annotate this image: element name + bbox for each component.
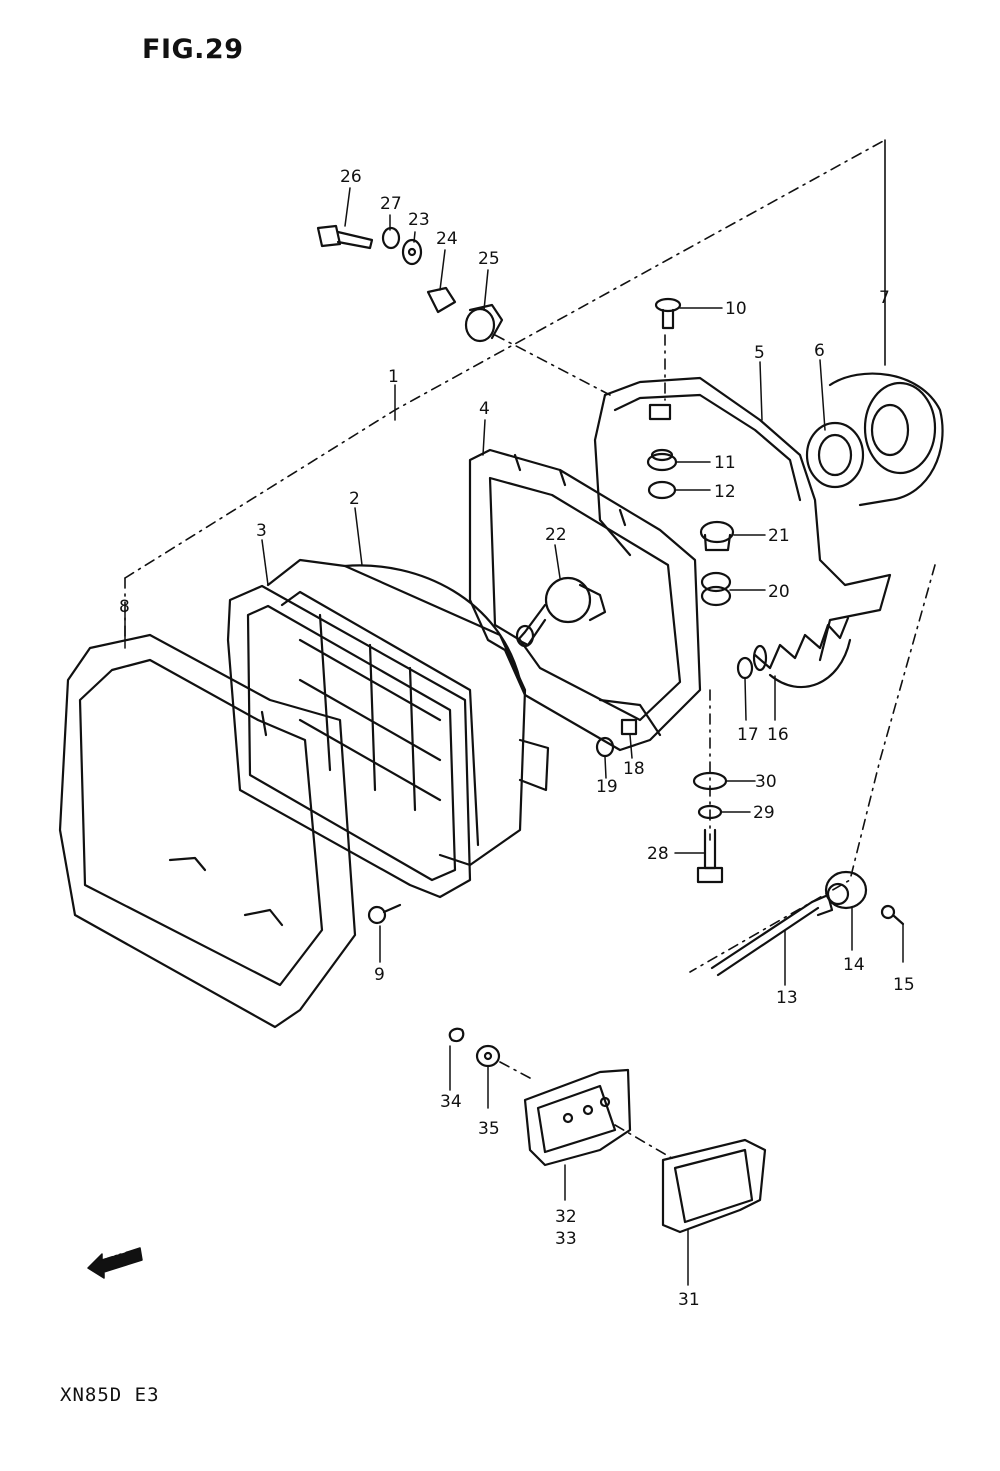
leader-lines (124, 187, 904, 1286)
clip-34 (448, 1027, 465, 1043)
callout-11: 11 (714, 453, 736, 473)
assembly-guide-lines (124, 139, 936, 1161)
grommet-25 (464, 303, 504, 343)
callout-1: 1 (388, 367, 399, 387)
cushion-20 (700, 571, 732, 607)
callout-22: 22 (545, 525, 567, 545)
headlight-rim (58, 633, 357, 1029)
callout-15: 15 (893, 975, 915, 995)
callout-2: 2 (349, 489, 360, 509)
washer-17 (736, 656, 754, 680)
socket-plate-32-33 (523, 1068, 632, 1167)
adjust-screw-13 (710, 893, 834, 977)
bolt-28 (696, 828, 724, 884)
callout-6: 6 (814, 341, 825, 361)
forward-arrow-icon (87, 1247, 143, 1279)
callout-35: 35 (478, 1119, 500, 1139)
nut-18 (620, 718, 638, 736)
lock-washer-27 (381, 226, 401, 250)
sealed-beam-unit (266, 558, 550, 867)
callout-19: 19 (596, 777, 618, 797)
callout-13: 13 (776, 988, 798, 1008)
callout-24: 24 (436, 229, 458, 249)
callout-17: 17 (737, 725, 759, 745)
washer-19 (595, 736, 615, 758)
callout-34: 34 (440, 1092, 462, 1112)
callout-16: 16 (767, 725, 789, 745)
callout-3: 3 (256, 521, 267, 541)
callout-25: 25 (478, 249, 500, 269)
bulb-socket (515, 576, 607, 648)
position-lamp-31 (661, 1138, 767, 1234)
fig-title: FIG.29 (142, 34, 244, 65)
callout-21: 21 (768, 526, 790, 546)
callout-8: 8 (119, 597, 130, 617)
callout-33: 33 (555, 1229, 577, 1249)
washer-23 (401, 238, 423, 266)
nut-12 (647, 480, 677, 500)
callout-9: 9 (374, 965, 385, 985)
screw-10 (654, 297, 682, 330)
callout-31: 31 (678, 1290, 700, 1310)
callout-7: 7 (879, 288, 890, 308)
callout-26: 26 (340, 167, 362, 187)
collar-24 (426, 286, 457, 314)
callout-12: 12 (714, 482, 736, 502)
washer-35 (475, 1044, 501, 1068)
adjust-spring (752, 616, 852, 689)
callout-14: 14 (843, 955, 865, 975)
callout-27: 27 (380, 194, 402, 214)
knob-14 (824, 870, 868, 910)
screw-15 (880, 904, 905, 926)
socket-ring (805, 421, 865, 489)
callout-20: 20 (768, 582, 790, 602)
callout-23: 23 (408, 210, 430, 230)
callout-10: 10 (725, 299, 747, 319)
cushion-11 (646, 448, 678, 472)
headlight-housing (593, 376, 892, 662)
dust-cover (828, 372, 944, 507)
callout-30: 30 (755, 772, 777, 792)
callout-numbers: 1 2 3 4 5 6 7 8 9 10 11 12 13 14 15 16 1… (119, 167, 915, 1310)
callout-18: 18 (623, 759, 645, 779)
model-code: XN85D E3 (60, 1384, 160, 1406)
lens-frame (226, 584, 472, 899)
callout-32: 32 (555, 1207, 577, 1227)
callout-29: 29 (753, 803, 775, 823)
mounting-bracket (468, 448, 702, 752)
bolt-26 (316, 224, 374, 250)
screw-9 (367, 903, 402, 925)
callout-5: 5 (754, 343, 765, 363)
cushion-21 (699, 520, 735, 552)
callout-4: 4 (479, 399, 490, 419)
callout-28: 28 (647, 844, 669, 864)
